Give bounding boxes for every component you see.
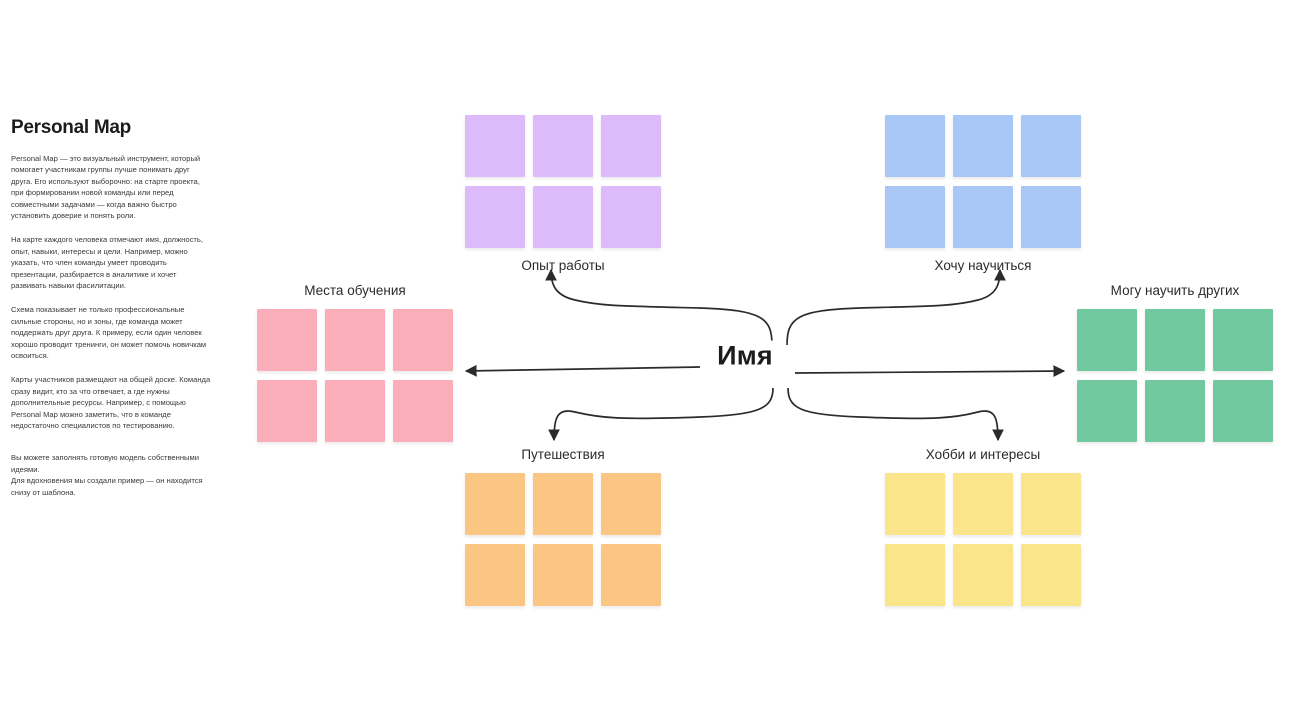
notes-grid-travels xyxy=(465,473,661,606)
sticky-note[interactable] xyxy=(393,309,453,371)
info-paragraph-2: На карте каждого человека отмечают имя, … xyxy=(11,235,203,290)
sticky-note[interactable] xyxy=(465,544,525,606)
info-outro-line-1: Вы можете заполнять готовую модель собст… xyxy=(11,453,199,474)
cluster-label-study-places: Места обучения xyxy=(304,283,406,298)
cluster-label-want-learn: Хочу научиться xyxy=(934,258,1032,273)
sticky-note[interactable] xyxy=(601,186,661,248)
page-title: Personal Map xyxy=(11,117,131,138)
cluster-hobbies: Хобби и интересы xyxy=(885,446,1081,606)
connector-travels xyxy=(548,387,774,442)
sticky-note[interactable] xyxy=(601,544,661,606)
sticky-note[interactable] xyxy=(1077,380,1137,442)
connector-experience xyxy=(545,268,773,346)
sticky-note[interactable] xyxy=(257,380,317,442)
sticky-note[interactable] xyxy=(465,473,525,535)
notes-grid-experience xyxy=(465,115,661,248)
info-panel: Personal Map Personal Map — это визуальн… xyxy=(11,117,211,498)
info-outro-line-2: Для вдохновения мы создали пример — он н… xyxy=(11,476,203,497)
cluster-label-experience: Опыт работы xyxy=(521,258,605,273)
sticky-note[interactable] xyxy=(465,186,525,248)
sticky-note[interactable] xyxy=(885,473,945,535)
sticky-note[interactable] xyxy=(533,544,593,606)
connector-want-learn xyxy=(786,268,1006,346)
sticky-note[interactable] xyxy=(1077,309,1137,371)
sticky-note[interactable] xyxy=(953,115,1013,177)
sticky-note[interactable] xyxy=(1145,380,1205,442)
sticky-note[interactable] xyxy=(325,309,385,371)
info-paragraph-4: Карты участников размещают на общей доск… xyxy=(11,375,211,431)
sticky-note[interactable] xyxy=(953,544,1013,606)
cluster-travels: Путешествия xyxy=(465,446,661,606)
sticky-note[interactable] xyxy=(1145,309,1205,371)
center-node[interactable]: Имя xyxy=(704,340,786,372)
sticky-note[interactable] xyxy=(1213,309,1273,371)
sticky-note[interactable] xyxy=(1021,544,1081,606)
sticky-note[interactable] xyxy=(1021,186,1081,248)
cluster-experience: Опыт работы xyxy=(465,115,661,275)
connector-study-places xyxy=(464,364,701,377)
sticky-note[interactable] xyxy=(1213,380,1273,442)
cluster-can-teach: Могу научить других xyxy=(1077,282,1273,442)
cluster-want-learn: Хочу научиться xyxy=(885,115,1081,275)
sticky-note[interactable] xyxy=(393,380,453,442)
sticky-note[interactable] xyxy=(1021,115,1081,177)
notes-grid-can-teach xyxy=(1077,309,1273,442)
cluster-label-hobbies: Хобби и интересы xyxy=(925,447,1041,462)
sticky-note[interactable] xyxy=(601,115,661,177)
cluster-study-places: Места обучения xyxy=(257,282,453,442)
sticky-note[interactable] xyxy=(533,186,593,248)
connector-can-teach xyxy=(794,365,1066,378)
sticky-note[interactable] xyxy=(533,473,593,535)
notes-grid-hobbies xyxy=(885,473,1081,606)
sticky-note[interactable] xyxy=(465,115,525,177)
notes-grid-study-places xyxy=(257,309,453,442)
sticky-note[interactable] xyxy=(325,380,385,442)
sticky-note[interactable] xyxy=(257,309,317,371)
sticky-note[interactable] xyxy=(885,115,945,177)
cluster-label-travels: Путешествия xyxy=(521,447,605,462)
sticky-note[interactable] xyxy=(533,115,593,177)
notes-grid-want-learn xyxy=(885,115,1081,248)
sticky-note[interactable] xyxy=(953,186,1013,248)
info-paragraph-1: Personal Map — это визуальный инструмент… xyxy=(11,153,201,220)
sticky-note[interactable] xyxy=(1021,473,1081,535)
sticky-note[interactable] xyxy=(953,473,1013,535)
sticky-note[interactable] xyxy=(885,544,945,606)
info-outro: Вы можете заполнять готовую модель собст… xyxy=(11,452,211,498)
sticky-note[interactable] xyxy=(885,186,945,248)
connector-hobbies xyxy=(787,387,1004,442)
cluster-label-can-teach: Могу научить других xyxy=(1110,283,1240,298)
info-paragraph-3: Схема показывает не только профессиональ… xyxy=(11,305,207,360)
sticky-note[interactable] xyxy=(601,473,661,535)
